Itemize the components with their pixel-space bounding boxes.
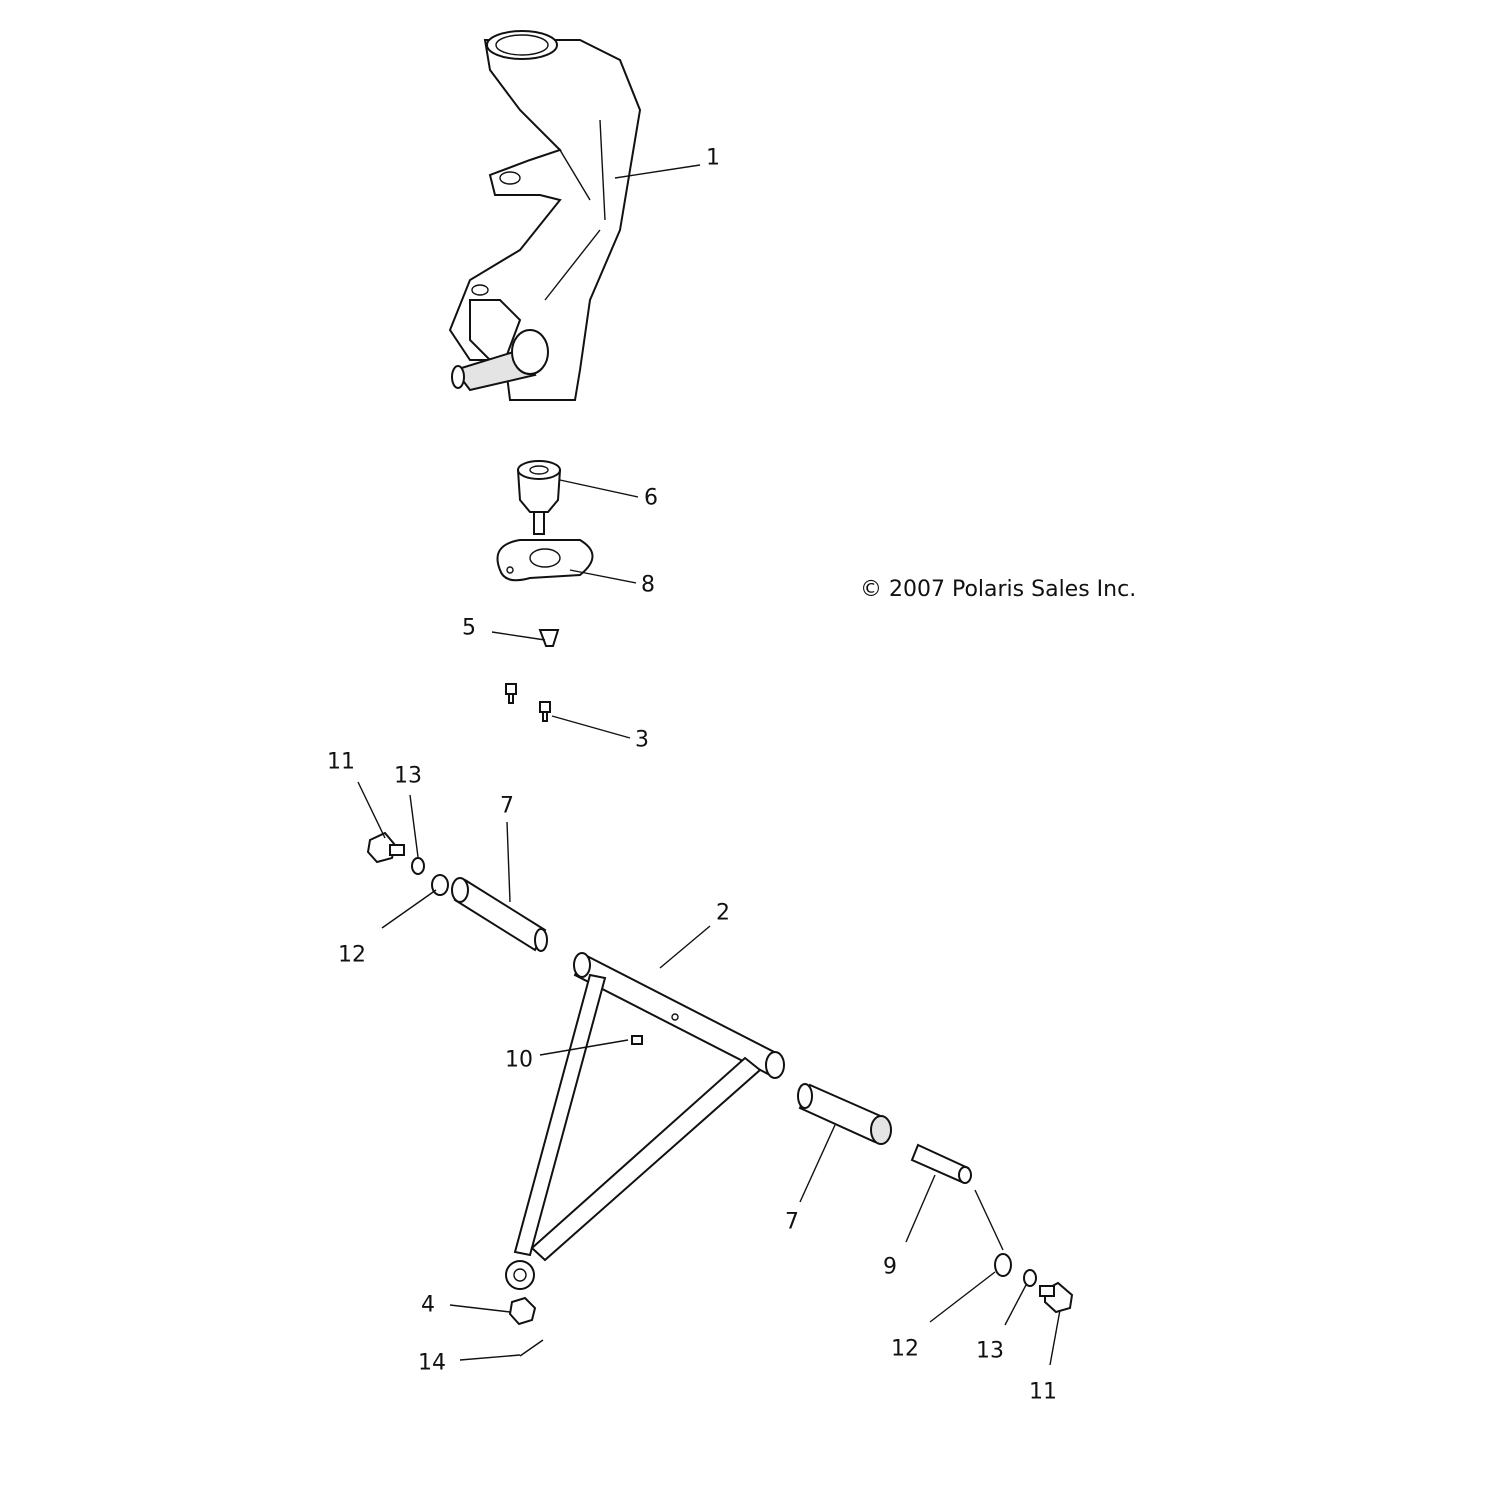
callout-13: 13 xyxy=(976,1338,1004,1364)
part-5-bushing xyxy=(538,629,560,647)
part-11-bolt-left xyxy=(366,831,405,864)
part-12-washer-left xyxy=(431,874,449,896)
callout-8: 8 xyxy=(641,572,655,598)
part-13-lock-washer-left xyxy=(411,857,425,875)
part-4-nut xyxy=(508,1296,537,1326)
copyright-notice: © 2007 Polaris Sales Inc. xyxy=(860,577,1137,602)
callout-2: 2 xyxy=(716,900,730,926)
callout-14: 14 xyxy=(418,1350,446,1376)
callout-5: 5 xyxy=(462,615,476,641)
part-9-tube xyxy=(910,1143,972,1184)
callout-7: 7 xyxy=(785,1209,799,1235)
part-7-sleeve-left xyxy=(451,877,548,952)
callout-12: 12 xyxy=(338,942,366,968)
part-2-a-arm xyxy=(505,952,785,1290)
callout-9: 9 xyxy=(883,1254,897,1280)
part-14-cotter-pin xyxy=(519,1339,544,1357)
callout-3: 3 xyxy=(635,727,649,753)
part-8-plate xyxy=(496,539,594,582)
callout-11: 11 xyxy=(327,749,355,775)
part-6-ball-joint xyxy=(516,460,562,535)
part-7-sleeve-right xyxy=(797,1083,892,1145)
callout-12: 12 xyxy=(891,1336,919,1362)
callout-6: 6 xyxy=(644,485,658,511)
callout-1: 1 xyxy=(706,145,720,171)
part-12-washer-right xyxy=(994,1253,1012,1277)
callout-7: 7 xyxy=(500,793,514,819)
callout-11: 11 xyxy=(1029,1379,1057,1405)
callout-10: 10 xyxy=(505,1047,533,1073)
part-13-lock-washer-right xyxy=(1023,1269,1037,1287)
part-11-bolt-right xyxy=(1039,1281,1074,1314)
leader-lines xyxy=(357,164,1061,1366)
part-3-screws xyxy=(505,683,551,722)
callout-4: 4 xyxy=(421,1292,435,1318)
part-1-steering-knuckle xyxy=(448,30,642,401)
callout-13: 13 xyxy=(394,763,422,789)
